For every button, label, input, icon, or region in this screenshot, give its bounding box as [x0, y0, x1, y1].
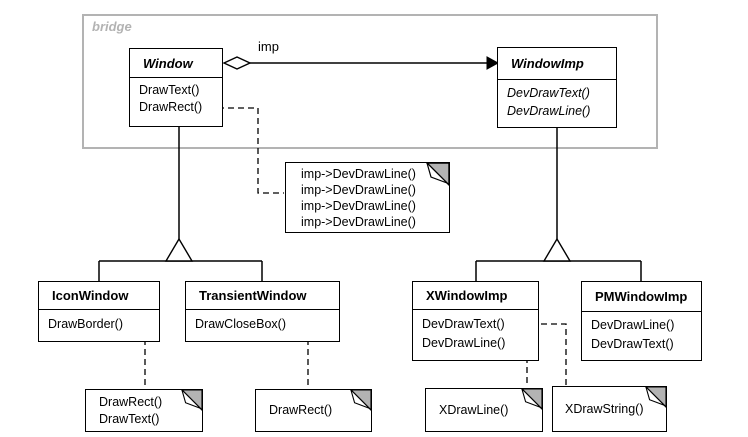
note-fold-icon	[645, 386, 667, 408]
class-name-transientwindow: TransientWindow	[186, 282, 339, 310]
class-method: DevDrawLine()	[422, 336, 506, 350]
note-line: imp->DevDrawLine()	[301, 167, 416, 181]
note-line: imp->DevDrawLine()	[301, 183, 416, 197]
class-name-xwindowimp: XWindowImp	[413, 282, 538, 310]
note-fold-icon	[521, 388, 543, 410]
class-method: DrawCloseBox()	[195, 317, 286, 331]
class-method: DrawBorder()	[48, 317, 124, 331]
note-line: DrawRect()	[269, 403, 333, 417]
aggregation-role-label: imp	[256, 39, 281, 54]
class-box-transientwindow: TransientWindow DrawCloseBox()	[185, 281, 340, 342]
class-box-xwindowimp: XWindowImp DevDrawText() DevDrawLine()	[412, 281, 539, 361]
note-xwindowimp-line-impl: XDrawLine()	[425, 388, 543, 432]
inheritance-triangle-icon-right	[542, 237, 572, 262]
arrowhead-icon	[486, 56, 500, 70]
class-method: DevDrawLine()	[591, 318, 675, 332]
aggregation-diamond-icon	[222, 56, 252, 70]
class-box-pmwindowimp: PMWindowImp DevDrawLine() DevDrawText()	[581, 281, 702, 361]
note-fold-icon	[181, 389, 203, 411]
note-fold-icon	[426, 162, 450, 186]
note-line: XDrawLine()	[439, 402, 509, 417]
note-iconwindow-impl: DrawRect() DrawText()	[85, 389, 203, 432]
inheritance-triangle-icon-left	[164, 237, 194, 262]
class-box-window: Window DrawText() DrawRect()	[129, 48, 223, 127]
class-box-iconwindow: IconWindow DrawBorder()	[38, 281, 160, 342]
class-method: DrawRect()	[139, 100, 203, 114]
note-xwindowimp-string-impl: XDrawString()	[552, 386, 667, 432]
class-name-iconwindow: IconWindow	[39, 282, 159, 310]
class-name-window: Window	[130, 49, 222, 78]
note-line: DrawRect()	[99, 394, 163, 409]
note-line: imp->DevDrawLine()	[301, 199, 416, 213]
note-imp-calls: imp->DevDrawLine() imp->DevDrawLine() im…	[285, 162, 450, 233]
pattern-frame-label: bridge	[92, 19, 132, 34]
note-line: XDrawString()	[565, 401, 644, 416]
note-link-devdrawtext	[531, 323, 567, 385]
class-method: DevDrawText()	[422, 317, 505, 331]
note-fold-icon	[350, 389, 372, 411]
class-method: DevDrawText()	[591, 337, 674, 351]
note-line: DrawText()	[99, 411, 160, 426]
note-link-drawrect	[218, 107, 284, 194]
class-method: DevDrawText()	[507, 86, 590, 100]
class-box-windowimp: WindowImp DevDrawText() DevDrawLine()	[497, 47, 617, 128]
class-name-pmwindowimp: PMWindowImp	[582, 282, 701, 312]
note-line: imp->DevDrawLine()	[301, 215, 416, 229]
class-method: DrawText()	[139, 83, 200, 97]
class-name-windowimp: WindowImp	[498, 48, 616, 80]
class-method: DevDrawLine()	[507, 104, 591, 118]
note-transientwindow-impl: DrawRect()	[255, 389, 372, 432]
